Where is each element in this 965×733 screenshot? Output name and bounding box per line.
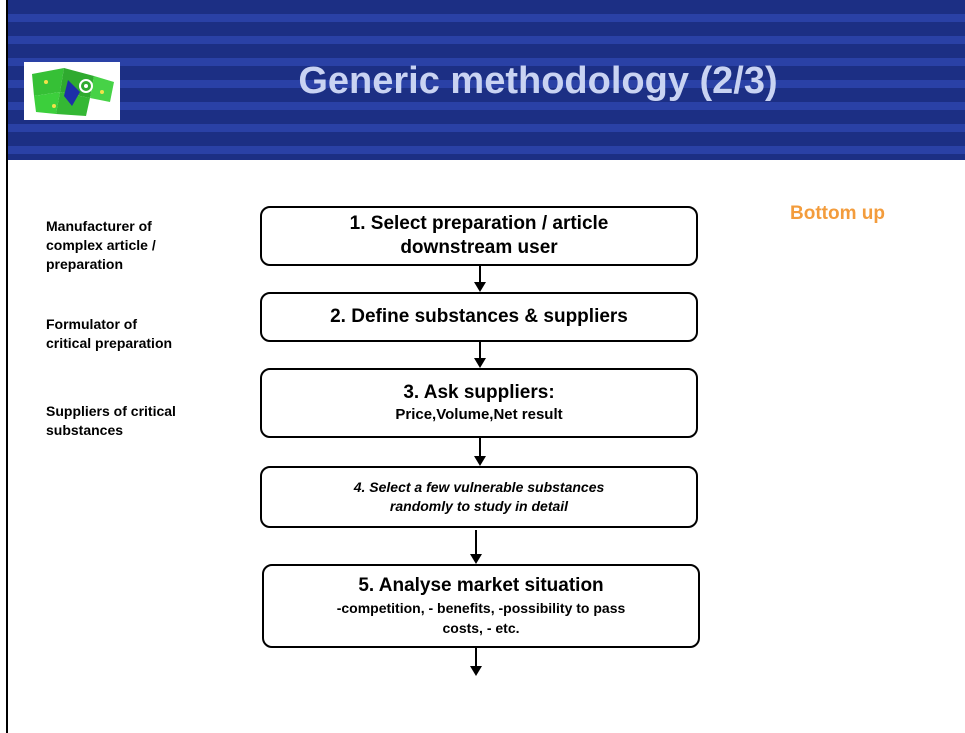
slide-title: Generic methodology (2/3) (298, 60, 778, 102)
step-4-line-2: randomly to study in detail (389, 498, 569, 514)
arrow-5-icon (470, 648, 482, 676)
step-1-box: 1. Select preparation / article downstre… (260, 206, 698, 266)
label-suppliers-text: Suppliers of critical substances (46, 403, 176, 438)
step-1-line-2: downstream user (400, 237, 558, 258)
step-4-box: 4. Select a few vulnerable substances ra… (260, 466, 698, 528)
step-1-line-1: 1. Select preparation / article (349, 213, 609, 234)
label-manufacturer: Manufacturer of complex article / prepar… (46, 217, 156, 274)
step-5-line-1: 5. Analyse market situation (358, 575, 604, 596)
step-4-line-1: 4. Select a few vulnerable substances (353, 479, 605, 495)
step-5-line-3: costs, - etc. (442, 620, 520, 636)
arrow-2-icon (474, 342, 486, 368)
arrow-4-icon (470, 530, 482, 564)
arrow-1-icon (474, 266, 486, 292)
step-3-box: 3. Ask suppliers: Price,Volume,Net resul… (260, 368, 698, 438)
step-3-line-1: 3. Ask suppliers: (403, 382, 555, 403)
arrow-3-icon (474, 438, 486, 466)
step-5-line-2: -competition, - benefits, -possibility t… (336, 600, 626, 616)
label-formulator-text: Formulator of critical preparation (46, 316, 173, 351)
label-suppliers: Suppliers of critical substances (46, 402, 176, 440)
label-manufacturer-text: Manufacturer of complex article / prepar… (46, 218, 156, 272)
logo-icon (24, 62, 120, 120)
label-formulator: Formulator of critical preparation (46, 315, 172, 353)
step-2-box: 2. Define substances & suppliers (260, 292, 698, 342)
step-5-box: 5. Analyse market situation -competition… (262, 564, 700, 648)
step-2-line-1: 2. Define substances & suppliers (330, 306, 628, 327)
slide-header: Generic methodology (2/3) (8, 0, 965, 160)
step-3-line-2: Price,Volume,Net result (395, 406, 563, 423)
slide-frame-border (6, 0, 8, 733)
bottom-up-label: Bottom up (790, 203, 885, 224)
